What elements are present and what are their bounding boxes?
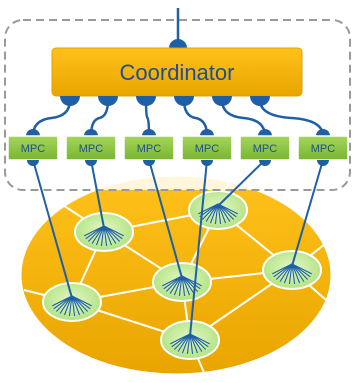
network-region <box>18 173 334 377</box>
mpc-node-link <box>32 159 73 299</box>
mpc-top-connector-icon <box>316 129 330 136</box>
mpc-block: MPC <box>7 129 59 166</box>
mpc-bottom-connector-icon <box>259 160 271 166</box>
mpc-bottom-connector-icon <box>143 160 155 166</box>
mpc-node-link <box>291 159 324 267</box>
node-ellipse <box>152 262 212 302</box>
network-node <box>152 262 212 302</box>
mpc-top-connector-icon <box>84 129 98 136</box>
coordinator-top-connector-icon <box>169 39 187 48</box>
node-ellipse <box>160 320 220 360</box>
coordinator-connector-icon <box>98 96 118 106</box>
mpc-node-link <box>90 159 105 229</box>
mpc-to-node-links <box>32 159 324 337</box>
mpc-label: MPC <box>137 143 162 155</box>
mpc-block: MPC <box>123 129 175 166</box>
mpc-bottom-connector-icon <box>27 160 39 166</box>
coord-mpc-link <box>144 99 151 137</box>
coordinator-to-mpc-links <box>31 99 325 137</box>
mpc-top-connector-icon <box>258 129 272 136</box>
coord-mpc-link <box>89 99 110 137</box>
coordinator-connector-icon <box>174 96 194 106</box>
mpc-label: MPC <box>195 143 220 155</box>
mpc-label: MPC <box>311 143 336 155</box>
mpc-bottom-connector-icon <box>317 160 329 166</box>
network-nodes <box>42 190 322 360</box>
mpc-bottom-connector-icon <box>85 160 97 166</box>
mpc-node-link <box>148 159 183 279</box>
mpc-block: MPC <box>239 129 291 166</box>
mpc-label: MPC <box>79 143 104 155</box>
coord-mpc-link <box>182 99 209 137</box>
spider-network-icon <box>51 295 93 316</box>
mpc-block: MPC <box>65 129 117 166</box>
coordinator-block: Coordinator <box>51 47 303 97</box>
network-node <box>42 282 102 322</box>
mpc-block: MPC <box>297 129 349 166</box>
coordinator-connector-icon <box>212 96 232 106</box>
network-node <box>262 250 322 290</box>
node-ellipse <box>262 250 322 290</box>
node-ellipse <box>188 190 248 230</box>
node-ellipse <box>74 212 134 252</box>
coord-mpc-link <box>258 99 325 137</box>
mpc-top-connector-icon <box>142 129 156 136</box>
mpc-top-connector-icon <box>26 129 40 136</box>
coord-mpc-link <box>31 99 72 137</box>
mpc-bottom-connector-icon <box>201 160 213 166</box>
mpc-label: MPC <box>21 143 46 155</box>
coordinator-label: Coordinator <box>120 60 235 85</box>
mpc-top-connector-icon <box>200 129 214 136</box>
mpc-node-link <box>189 159 208 337</box>
mpc-label: MPC <box>253 143 278 155</box>
coord-mpc-link <box>220 99 267 137</box>
coordinator-connector-icon <box>60 96 80 106</box>
node-ellipse <box>42 282 102 322</box>
network-node <box>188 190 248 230</box>
coordinator-connector-icon <box>250 96 270 106</box>
mpc-block: MPC <box>181 129 233 166</box>
network-node <box>74 212 134 252</box>
coordinator-connector-icon <box>136 96 156 106</box>
mpc-node-link <box>217 159 266 207</box>
mpc-controllers: MPC MPC MPC MPC MPC MPC <box>7 129 349 166</box>
